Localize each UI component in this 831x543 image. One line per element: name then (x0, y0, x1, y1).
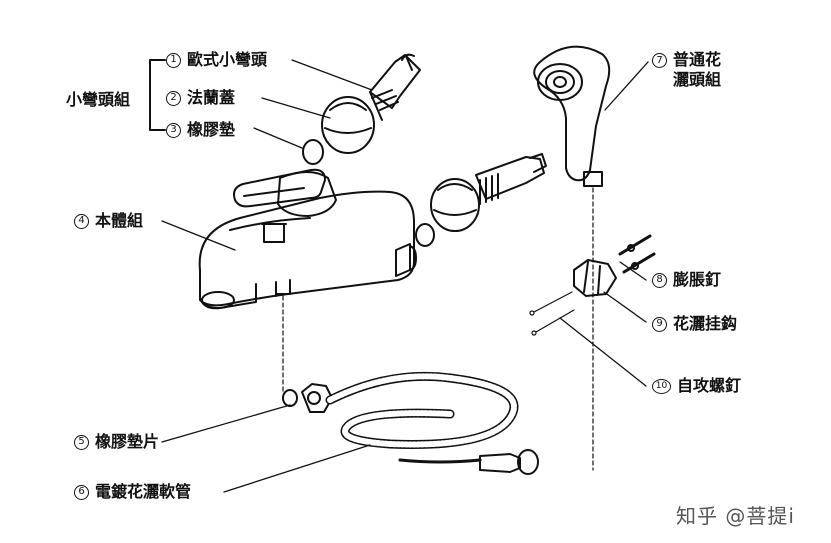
part-number-3: 3 (166, 122, 181, 138)
part-name-7: 普通花 灑頭組 (673, 52, 721, 88)
part-label-10: 10 自攻螺釘 (652, 378, 741, 394)
part-name-10: 自攻螺釘 (677, 376, 742, 395)
part-name-1: 歐式小彎頭 (187, 50, 268, 69)
flange-cover-top (321, 96, 375, 154)
part-label-6: 6 電鍍花灑軟管 (74, 484, 191, 500)
leader-lines (161, 59, 649, 493)
part-name-7-line-1: 普通花 (673, 50, 722, 69)
part-label-7: 7 普通花 灑頭組 (652, 52, 721, 88)
part-number-6: 6 (74, 484, 89, 500)
group-label: 小彎頭組 (66, 90, 131, 109)
shower-hook (573, 259, 617, 297)
part-number-4: 4 (74, 213, 89, 229)
group-bracket (149, 59, 166, 131)
part-label-3: 3 橡膠墊 (166, 122, 235, 138)
part-label-8: 8 膨脹釘 (652, 272, 721, 288)
self-tapping-screws (529, 291, 575, 336)
part-name-7-line-2: 灑頭組 (673, 70, 722, 89)
rubber-gasket (282, 389, 298, 407)
rubber-washer-right (415, 223, 435, 247)
part-number-1: 1 (166, 52, 181, 68)
part-name-2: 法蘭蓋 (187, 88, 236, 107)
part-name-6: 電鍍花灑軟管 (95, 482, 192, 501)
part-name-4: 本體組 (95, 211, 144, 230)
part-name-5: 橡膠墊片 (95, 432, 160, 451)
part-number-10: 10 (652, 378, 671, 394)
shower-hose (325, 371, 539, 475)
rubber-washer-top (302, 139, 324, 165)
watermark: 知乎 @菩提i (676, 504, 795, 528)
part-number-2: 2 (166, 90, 181, 106)
part-label-5: 5 橡膠墊片 (74, 434, 159, 450)
hand-shower (533, 45, 611, 187)
part-name-3: 橡膠墊 (187, 120, 236, 139)
part-number-7: 7 (652, 53, 667, 68)
part-label-4: 4 本體組 (74, 213, 143, 229)
flange-cover-right (430, 178, 480, 232)
small-elbow-top (369, 53, 421, 121)
part-number-5: 5 (74, 434, 89, 450)
small-elbow-right (475, 153, 547, 205)
faucet-body (198, 168, 417, 310)
part-label-9: 9 花灑挂鈎 (652, 316, 737, 332)
part-label-1: 1 歐式小彎頭 (166, 52, 267, 68)
part-number-8: 8 (652, 272, 667, 288)
expansion-nails (618, 234, 656, 274)
part-label-2: 2 法蘭蓋 (166, 90, 235, 106)
part-name-8: 膨脹釘 (673, 270, 722, 289)
part-name-9: 花灑挂鈎 (673, 314, 738, 333)
part-number-9: 9 (652, 316, 667, 332)
